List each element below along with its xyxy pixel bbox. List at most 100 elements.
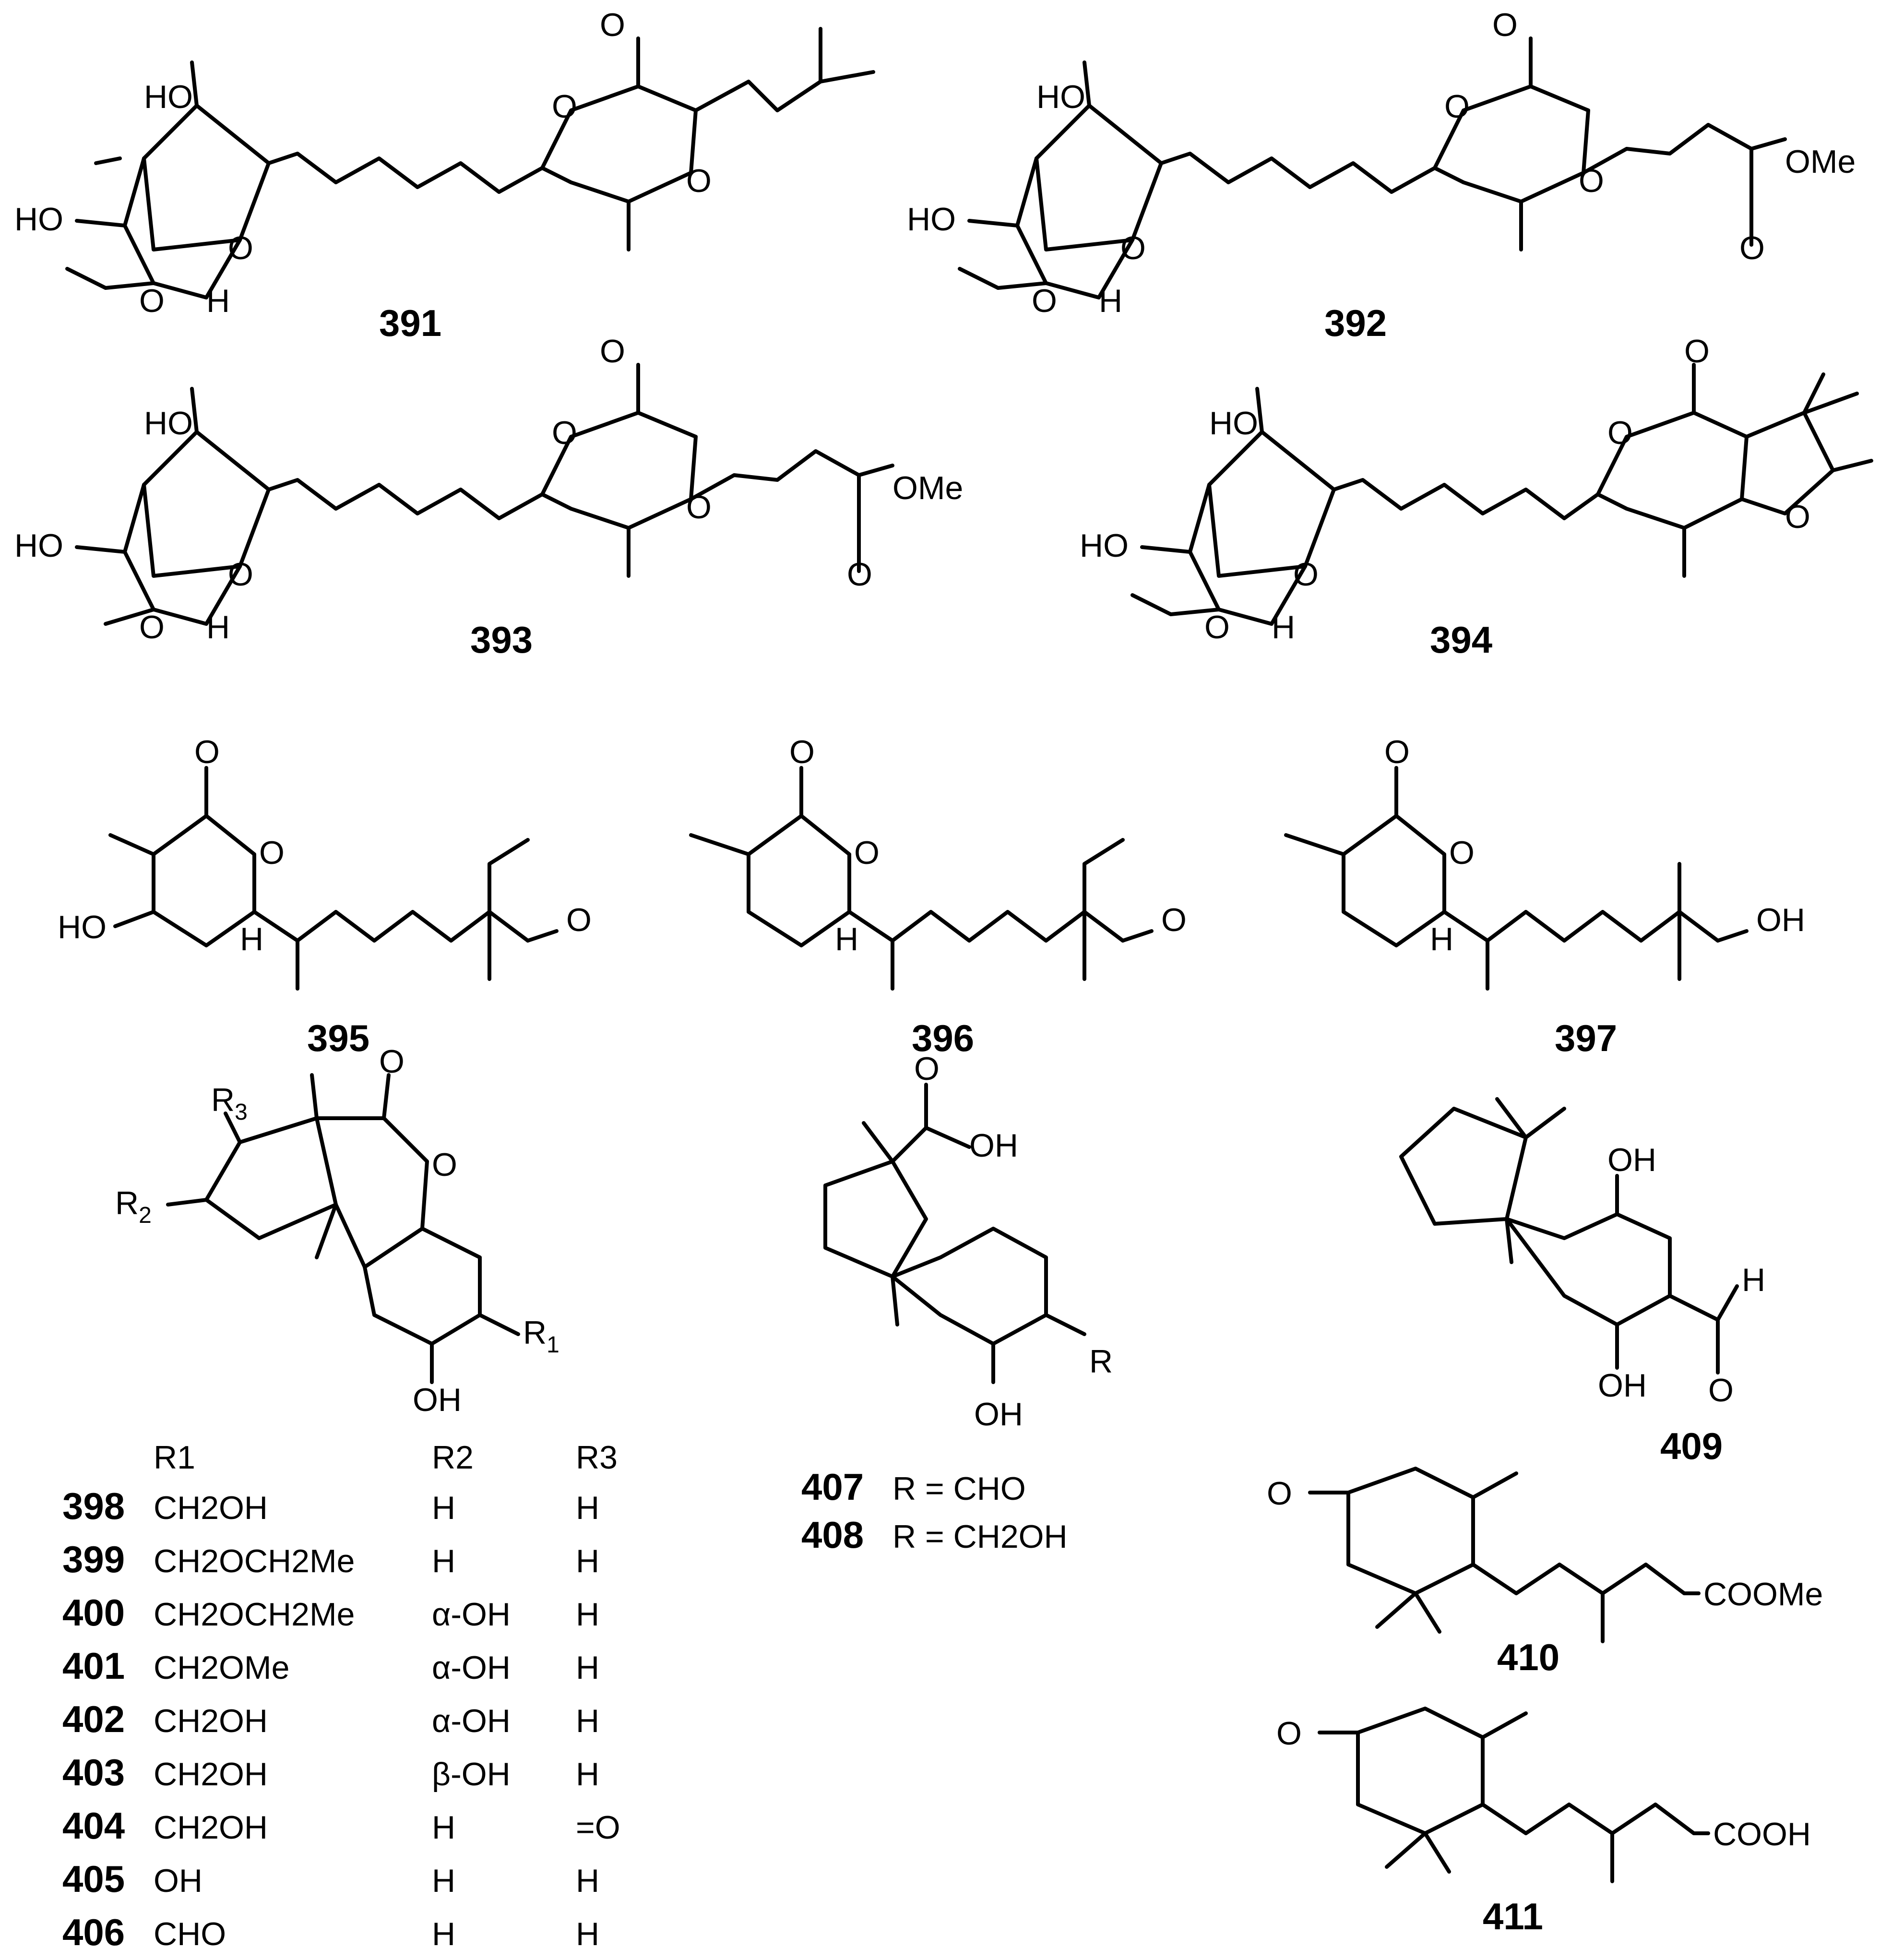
compound-number: 403 <box>62 1751 125 1793</box>
hydroxyl-label: OH <box>1598 1367 1647 1404</box>
table-header-r1: R1 <box>154 1439 195 1476</box>
oxygen-label: O <box>259 835 285 871</box>
compound-number: 410 <box>1497 1636 1559 1678</box>
r3-value: H <box>576 1596 599 1633</box>
r3-value: H <box>576 1756 599 1793</box>
compound-number: 398 <box>62 1485 125 1527</box>
r3-value: H <box>576 1490 599 1526</box>
table-header-r3: R3 <box>576 1439 618 1476</box>
compound-number: 392 <box>1324 302 1387 344</box>
r1-value: CH2OCH2Me <box>154 1596 355 1633</box>
hydrogen-label: H <box>240 921 263 957</box>
hydroxyl-label: HO <box>144 405 193 442</box>
oxygen-label: O <box>139 283 165 319</box>
r1-value: CH2OH <box>154 1756 268 1793</box>
compound-number: 402 <box>62 1698 125 1740</box>
r1-value: CH2OH <box>154 1490 268 1526</box>
oxygen-label: O <box>1204 609 1230 645</box>
r1-value: CH2OCH2Me <box>154 1543 355 1579</box>
oxygen-label: O <box>1444 88 1470 125</box>
oxygen-label: O <box>552 88 577 125</box>
compound-number: 404 <box>62 1805 125 1847</box>
oxygen-label: O <box>686 489 712 526</box>
hydroxyl-label: HO <box>1036 79 1085 115</box>
hydroxyl-label: HO <box>14 527 63 564</box>
oxygen-label: O <box>1708 1372 1734 1409</box>
r1-value: CHO <box>154 1916 226 1952</box>
oxygen-label: O <box>1120 230 1146 266</box>
structure-397: O O H OH 397 <box>1284 734 1805 1059</box>
compound-number: 393 <box>470 619 533 661</box>
hydroxyl-label: HO <box>1209 405 1258 442</box>
hydroxyl-label: OH <box>1607 1142 1656 1178</box>
hydrogen-label: H <box>1742 1262 1765 1298</box>
structure-410: O COOMe 410 <box>1267 1467 1823 1678</box>
oxygen-label: O <box>600 333 625 370</box>
compound-number: 391 <box>379 302 441 344</box>
compound-number: 395 <box>307 1017 369 1059</box>
structure-409: OH H O OH 409 <box>1399 1097 1765 1467</box>
oxygen-label: O <box>1684 333 1710 370</box>
structure-395: O O HO H O 395 <box>58 734 592 1059</box>
oxygen-label: O <box>194 734 220 770</box>
r2-value: α-OH <box>432 1649 511 1686</box>
hydroxyl-label: HO <box>1080 527 1129 564</box>
oxygen-label: O <box>1161 902 1187 938</box>
oxygen-label: O <box>854 835 880 871</box>
hydroxyl-label: OH <box>1756 902 1805 938</box>
r-label: R <box>1089 1343 1113 1380</box>
methoxy-label: OMe <box>1785 143 1856 180</box>
structure-392: HO HO O O H O O O OMe O 392 <box>907 7 1856 344</box>
oxygen-label: O <box>432 1147 457 1183</box>
hydroxyl-label: HO <box>14 201 63 238</box>
r3-value: H <box>576 1916 599 1952</box>
r1-value: CH2OMe <box>154 1649 289 1686</box>
compound-number: 396 <box>912 1017 974 1059</box>
hydrogen-label: H <box>1272 609 1295 645</box>
oxygen-label: O <box>1293 556 1319 593</box>
r3-label: R3 <box>211 1082 248 1125</box>
oxygen-label: O <box>1267 1475 1292 1512</box>
compound-number: 409 <box>1660 1425 1723 1467</box>
oxygen-label: O <box>1739 230 1765 266</box>
oxygen-label: O <box>1607 415 1633 451</box>
oxygen-label: O <box>1492 7 1518 43</box>
r1-value: CH2OH <box>154 1703 268 1739</box>
oxygen-label: O <box>600 7 625 43</box>
r3-value: H <box>576 1863 599 1899</box>
hydrogen-label: H <box>206 609 230 645</box>
table-header-r2: R2 <box>432 1439 474 1476</box>
hydroxyl-label: HO <box>144 79 193 115</box>
r1-label: R1 <box>523 1315 559 1358</box>
r2-value: α-OH <box>432 1703 511 1739</box>
oxygen-label: O <box>1384 734 1410 770</box>
oxygen-label: O <box>552 415 577 451</box>
r3-value: H <box>576 1649 599 1686</box>
compound-number: 411 <box>1483 1895 1543 1937</box>
r2-value: H <box>432 1490 455 1526</box>
r2-value: α-OH <box>432 1596 511 1633</box>
structure-411: O COOH 411 <box>1276 1707 1811 1937</box>
compound-number: 397 <box>1555 1017 1617 1059</box>
oxygen-label: O <box>228 230 253 266</box>
oxygen-label: O <box>789 734 815 770</box>
oxygen-label: O <box>1579 163 1604 199</box>
structure-393: HO HO O O H O O O OMe O 393 <box>14 333 963 661</box>
compound-number: 394 <box>1430 619 1492 661</box>
compound-number: 408 <box>801 1514 864 1556</box>
oxygen-label: O <box>1032 283 1057 319</box>
oxygen-label: O <box>1785 499 1810 535</box>
oxygen-label: O <box>1449 835 1475 871</box>
r2-label: R2 <box>115 1185 152 1228</box>
r-definition: R = CH2OH <box>892 1518 1068 1555</box>
structure-396: O O H O 396 <box>689 734 1187 1059</box>
r3-value: =O <box>576 1809 620 1846</box>
ester-label: COOMe <box>1703 1576 1823 1613</box>
oxygen-label: O <box>914 1051 940 1087</box>
oxygen-label: O <box>379 1043 405 1080</box>
compound-number: 405 <box>62 1858 125 1900</box>
hydrogen-label: H <box>1099 283 1122 319</box>
r2-value: H <box>432 1916 455 1952</box>
